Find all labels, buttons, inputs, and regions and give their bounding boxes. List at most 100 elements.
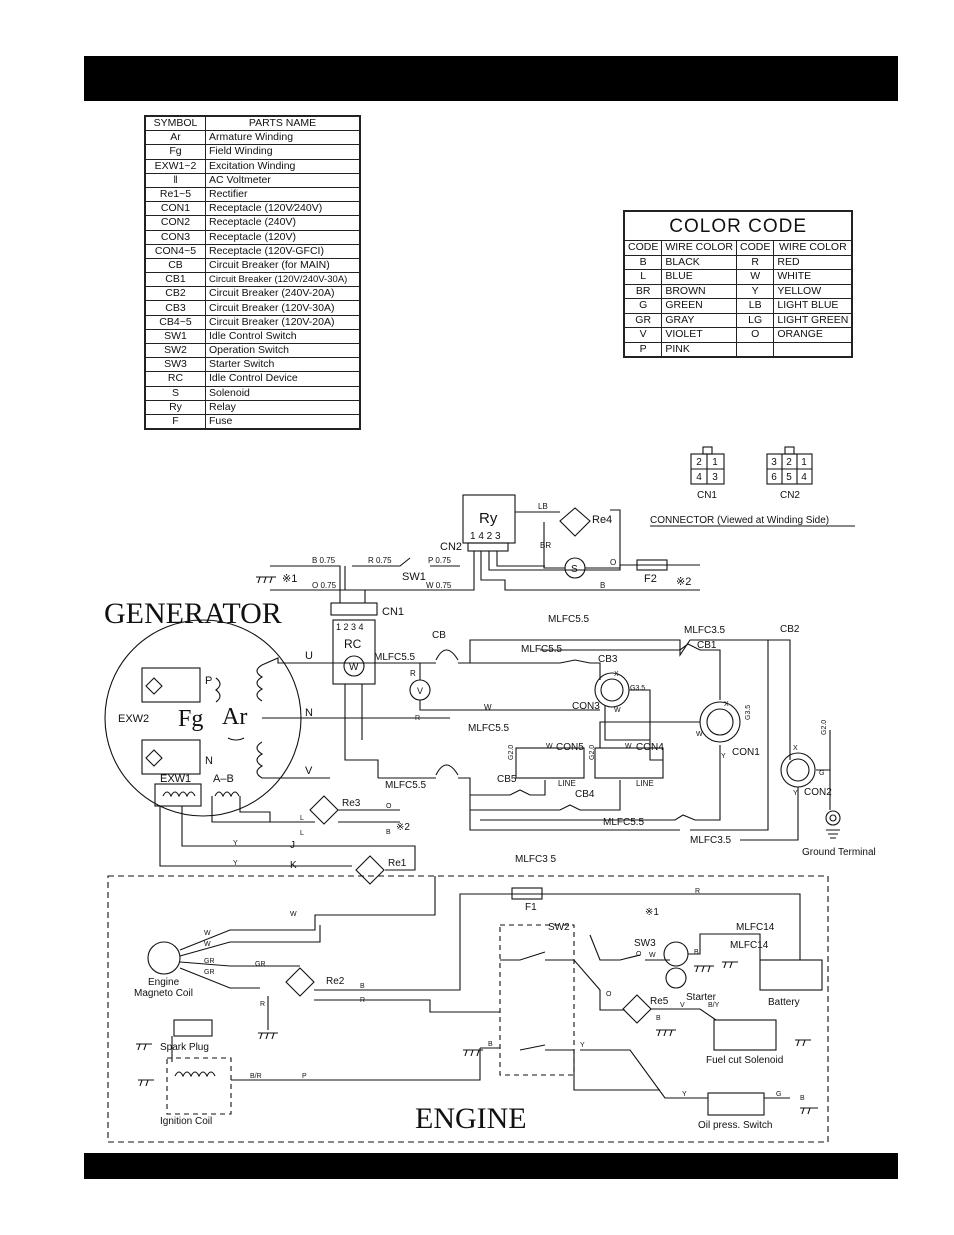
sw2-box: [499, 924, 575, 1076]
cb5-wire: [470, 780, 546, 796]
wire-label: W: [204, 930, 211, 937]
mlfc-label: MLFC3.5: [684, 625, 726, 636]
wire-label: GR: [204, 969, 215, 976]
spark-plug: [173, 1019, 213, 1037]
cn2-label: CN2: [780, 490, 800, 501]
ground-icon: [656, 1029, 676, 1037]
wire-label: X: [614, 671, 619, 678]
color-code-title: COLOR CODE: [623, 210, 853, 241]
mlfc-label: MLFC3 5: [515, 854, 557, 865]
con3-label: CON3: [572, 701, 600, 712]
connector-cn1-view: [690, 446, 725, 485]
wire-label: LB: [538, 502, 548, 511]
con1-label: CON1: [732, 747, 760, 758]
wire-label: Y: [233, 860, 238, 867]
ab-label: A–B: [213, 773, 234, 785]
cn1-pin: 2: [696, 457, 702, 468]
cb5-label: CB5: [497, 774, 517, 785]
wire-label: GR: [204, 958, 215, 965]
ground-icon: [722, 961, 738, 969]
re2-rectifier: [285, 967, 315, 997]
part-name-cell: Receptacle (120V): [205, 229, 361, 245]
ar-label: Ar: [222, 704, 247, 730]
wire-label: W: [204, 941, 211, 948]
ground-icon: [136, 1043, 152, 1051]
wire-magneto-w1: [179, 876, 436, 951]
symbol-cell: F: [144, 413, 206, 430]
wire-label: R: [695, 888, 700, 895]
code-cell: BR: [623, 283, 663, 299]
con5-label: CON5: [556, 742, 584, 753]
armature-coil-upper: [256, 664, 264, 702]
symbol-cell: CON2: [144, 215, 206, 231]
part-name-cell: Idle Control Device: [205, 371, 361, 387]
wire-label: G: [819, 770, 824, 777]
wire-label: W 0.75: [426, 581, 452, 590]
cb2-wire: [690, 639, 791, 760]
code-cell: [736, 341, 775, 358]
part-name-cell: Fuse: [205, 413, 361, 430]
top-header-bar: [84, 56, 898, 101]
wire-label: Y: [580, 1042, 585, 1049]
re4-label: Re4: [592, 514, 612, 526]
cn1-label: CN1: [697, 490, 717, 501]
wire-label: Y: [793, 790, 798, 797]
wire-label: W: [649, 952, 656, 959]
cn1-diagram-pins: 1 2 3 4: [336, 622, 364, 632]
wire-label: J: [290, 840, 295, 851]
con4-label: CON4: [636, 742, 664, 753]
cn1-pin: 4: [696, 472, 702, 483]
f2-label: F2: [644, 573, 657, 585]
re5-label: Re5: [650, 996, 669, 1007]
wire-ry-b: [480, 551, 700, 591]
part-name-cell: Starter Switch: [205, 357, 361, 373]
wire-label: R: [360, 997, 365, 1004]
symbol-cell: Fg: [144, 144, 206, 160]
wire-label: B: [800, 1095, 805, 1102]
note1-label: ※1: [282, 573, 297, 585]
voltmeter-wire: [419, 663, 600, 711]
cn2-diagram-label: CN2: [440, 541, 462, 553]
engine-label: ENGINE: [415, 1102, 527, 1135]
cb1-label: CB1: [697, 640, 717, 651]
line-label: LINE: [558, 779, 576, 788]
wire-label: O: [386, 803, 392, 810]
wire-label: G2.0: [508, 745, 515, 760]
wire-label: Y: [682, 1091, 687, 1098]
wire-label: G2.0: [589, 745, 596, 760]
cn2-pin: 3: [771, 457, 777, 468]
symbol-cell: EXW1~2: [144, 158, 206, 174]
wire-label: X: [793, 745, 798, 752]
wire-main-bottom: [378, 777, 680, 831]
ry-label: Ry: [479, 510, 498, 527]
color-cell: BROWN: [661, 283, 738, 299]
ab-coil-icon: [214, 791, 240, 798]
exw2-upper-box: [141, 667, 201, 703]
wire-label: G3.5: [745, 705, 752, 720]
wire-magneto-gr: [179, 961, 300, 967]
bottom-footer-bar: [84, 1153, 898, 1179]
wire-label: G2.0: [821, 720, 828, 735]
cb1-wire: [540, 643, 721, 700]
part-name-cell: AC Voltmeter: [205, 172, 361, 188]
part-name-cell: Circuit Breaker (120V-30A): [205, 300, 361, 316]
wire-label: R 0.75: [368, 556, 392, 565]
wire-label: R: [260, 1001, 265, 1008]
ground-terminal: [825, 810, 841, 826]
symbol-cell: Re1~5: [144, 186, 206, 203]
color-code-table: COLOR CODE CODE WIRE COLOR CODE WIRE COL…: [623, 210, 854, 358]
line-label: LINE: [636, 779, 654, 788]
s-label: S: [571, 564, 578, 575]
